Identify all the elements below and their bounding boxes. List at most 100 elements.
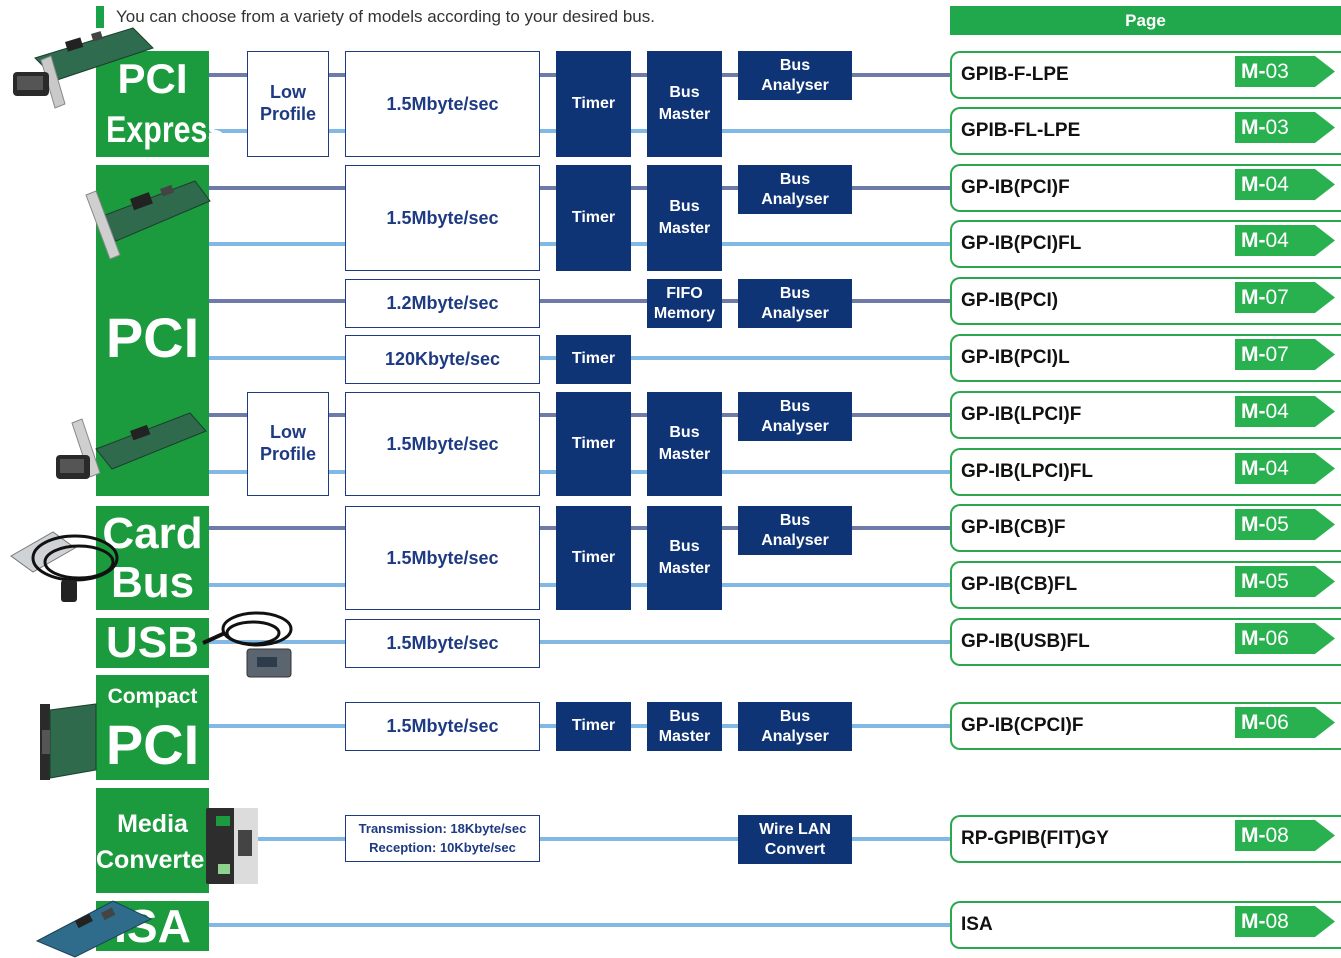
- page-prefix: M-: [1241, 172, 1266, 196]
- product-name: GP-IB(CPCI)F: [961, 715, 1084, 736]
- cardbus-card-photo: [10, 531, 119, 602]
- product-row[interactable]: GP-IB(LPCI)FL M-04: [950, 448, 1341, 496]
- timer-box: Timer: [556, 392, 631, 496]
- bus-master-box: Bus Master: [647, 702, 722, 751]
- page-prefix: M-: [1241, 569, 1266, 593]
- intro-accent-bar: [96, 6, 104, 28]
- product-name: GP-IB(PCI): [961, 290, 1059, 311]
- speed-box: 1.5Mbyte/sec: [345, 51, 540, 157]
- page-number: 07: [1265, 342, 1289, 366]
- page-number: 05: [1265, 569, 1289, 593]
- page-arrow-icon: [1235, 453, 1335, 484]
- fifo-memory-box: FIFO Memory: [647, 279, 722, 328]
- bus-pci-express: PCI Express: [96, 51, 224, 157]
- product-row[interactable]: GP-IB(CPCI)F M-06: [950, 702, 1341, 750]
- page-arrow-icon: [1235, 566, 1335, 597]
- page-reference[interactable]: M-04: [1235, 225, 1341, 256]
- bus-cardbus: Card Bus: [96, 506, 209, 610]
- page-number: 06: [1265, 710, 1289, 734]
- page-number: 07: [1265, 285, 1289, 309]
- bus-master-box: Bus Master: [647, 506, 722, 610]
- bus-label-line2: Converter: [96, 846, 215, 874]
- speed-box: 120Kbyte/sec: [345, 335, 540, 384]
- connector-line: [209, 299, 950, 303]
- low-profile-pci-card-photo: [56, 412, 207, 479]
- product-name: GPIB-F-LPE: [961, 64, 1069, 85]
- page-reference[interactable]: M-04: [1235, 396, 1341, 427]
- page-arrow-icon: [1235, 906, 1335, 937]
- product-row[interactable]: GP-IB(PCI)F M-04: [950, 164, 1341, 212]
- bus-label-line1: USB: [106, 618, 199, 667]
- page-number: 03: [1265, 115, 1289, 139]
- page-number: 04: [1265, 172, 1289, 196]
- page-reference[interactable]: M-06: [1235, 707, 1341, 738]
- page-reference[interactable]: M-08: [1235, 820, 1341, 851]
- product-name: GP-IB(LPCI)FL: [961, 461, 1093, 482]
- page-label: M-05: [1241, 566, 1289, 597]
- intro-text: You can choose from a variety of models …: [116, 7, 655, 26]
- timer-box: Timer: [556, 506, 631, 610]
- product-row[interactable]: GPIB-FL-LPE M-03: [950, 107, 1341, 155]
- page-reference[interactable]: M-07: [1235, 339, 1341, 370]
- page-reference[interactable]: M-04: [1235, 453, 1341, 484]
- page-prefix: M-: [1241, 59, 1266, 83]
- page-label: M-04: [1241, 396, 1289, 427]
- compact-pci-card-photo: [40, 703, 97, 780]
- page-label: M-07: [1241, 339, 1289, 370]
- low-profile-box: Low Profile: [247, 51, 329, 157]
- bus-label-line1: PCI: [117, 55, 188, 102]
- page-reference[interactable]: M-08: [1235, 906, 1341, 937]
- product-row[interactable]: GP-IB(PCI) M-07: [950, 277, 1341, 325]
- product-row[interactable]: GP-IB(CB)FL M-05: [950, 561, 1341, 609]
- bus-analyser-box: Bus Analyser: [738, 392, 852, 441]
- product-row[interactable]: RP-GPIB(FIT)GY M-08: [950, 815, 1341, 863]
- connector-line: [209, 640, 950, 644]
- product-name: GP-IB(CB)FL: [961, 574, 1078, 595]
- page-reference[interactable]: M-07: [1235, 282, 1341, 313]
- product-name: RP-GPIB(FIT)GY: [961, 828, 1109, 849]
- bus-usb: USB: [96, 618, 209, 668]
- bus-label-line1: Card: [102, 509, 203, 558]
- product-name: GP-IB(USB)FL: [961, 631, 1090, 652]
- page-label: M-04: [1241, 225, 1289, 256]
- bus-compact-pci: Compact PCI: [96, 675, 209, 780]
- product-name: GPIB-FL-LPE: [961, 120, 1081, 141]
- bus-master-box: Bus Master: [647, 51, 722, 157]
- page-reference[interactable]: M-06: [1235, 623, 1341, 654]
- page-reference[interactable]: M-03: [1235, 112, 1341, 143]
- page-label: M-08: [1241, 820, 1289, 851]
- media-speed-box: Transmission: 18Kbyte/sec Reception: 10K…: [345, 815, 540, 862]
- page-prefix: M-: [1241, 285, 1266, 309]
- page-reference[interactable]: M-05: [1235, 566, 1341, 597]
- timer-box: Timer: [556, 51, 631, 157]
- page-number: 05: [1265, 512, 1289, 536]
- page-reference[interactable]: M-04: [1235, 169, 1341, 200]
- page-label: M-04: [1241, 453, 1289, 484]
- usb-adapter-photo: [202, 611, 293, 678]
- connector-line: [209, 837, 950, 841]
- page-label: M-05: [1241, 509, 1289, 540]
- bus-label-line1: Compact: [107, 685, 198, 708]
- product-name: GP-IB(PCI)F: [961, 177, 1070, 198]
- page-reference[interactable]: M-05: [1235, 509, 1341, 540]
- page-arrow-icon: [1235, 707, 1335, 738]
- bus-analyser-box: Bus Analyser: [738, 165, 852, 214]
- media-converter-photo: [206, 808, 258, 884]
- product-row[interactable]: GP-IB(USB)FL M-06: [950, 618, 1341, 666]
- page-label: M-03: [1241, 56, 1289, 87]
- bus-analyser-box: Bus Analyser: [738, 506, 852, 555]
- page-reference[interactable]: M-03: [1235, 56, 1341, 87]
- bus-label-line2: PCI: [105, 713, 200, 776]
- page-number: 03: [1265, 59, 1289, 83]
- page-prefix: M-: [1241, 626, 1266, 650]
- timer-box: Timer: [556, 165, 631, 271]
- page-prefix: M-: [1241, 228, 1266, 252]
- page-prefix: M-: [1241, 342, 1266, 366]
- product-row[interactable]: GPIB-F-LPE M-03: [950, 51, 1341, 99]
- speed-box: 1.2Mbyte/sec: [345, 279, 540, 328]
